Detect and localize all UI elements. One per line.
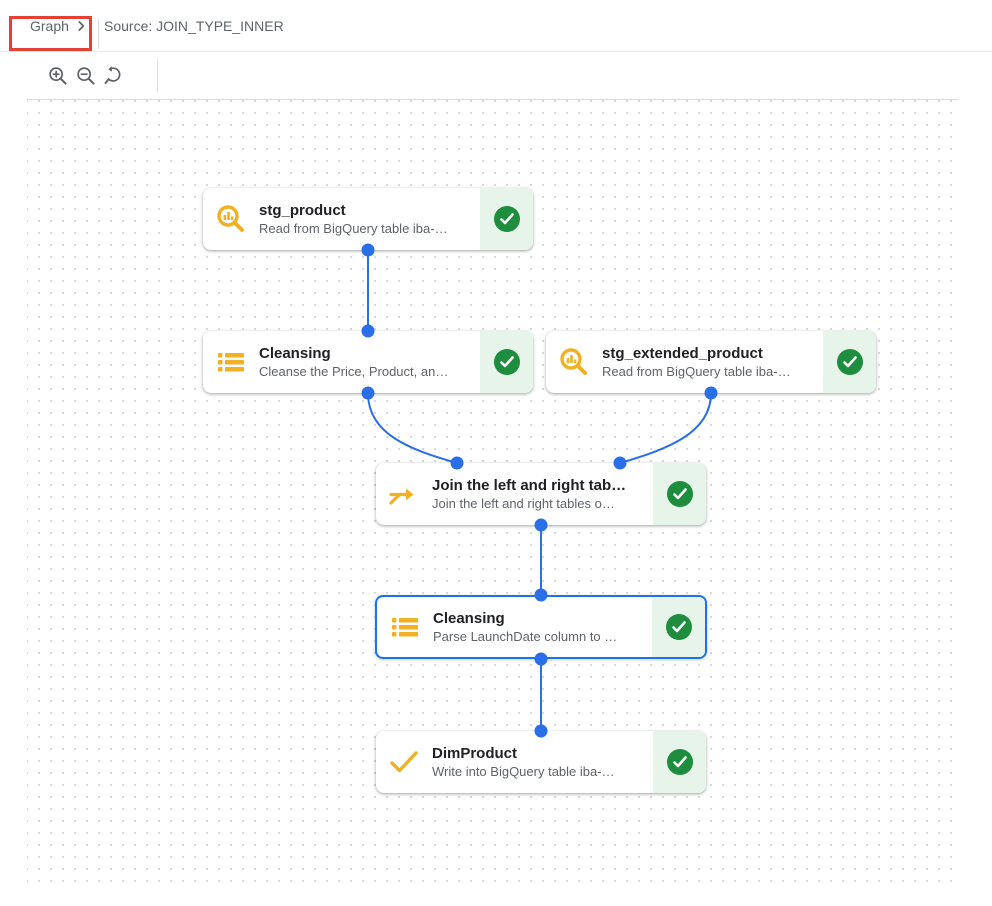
node-title: stg_product xyxy=(259,202,346,219)
zoom-out-button[interactable] xyxy=(74,64,98,88)
status-badge xyxy=(480,331,533,393)
chevron-right-icon xyxy=(78,21,85,31)
node-title: Cleansing xyxy=(433,610,505,627)
zoom-in-icon xyxy=(49,67,67,85)
breadcrumb-item-source[interactable]: Source: JOIN_TYPE_INNER xyxy=(104,18,284,34)
node-title: Cleansing xyxy=(259,345,331,362)
success-check-icon xyxy=(666,749,693,775)
node-title: stg_extended_product xyxy=(602,345,763,362)
node-stg-product[interactable]: stg_product Read from BigQuery table iba… xyxy=(203,188,533,250)
search-chart-icon xyxy=(546,331,602,393)
breadcrumb-item-graph[interactable]: Graph xyxy=(30,18,69,34)
node-subtitle: Write into BigQuery table iba-… xyxy=(432,764,615,779)
node-join[interactable]: Join the left and right tab… Join the le… xyxy=(376,463,706,525)
node-subtitle: Join the left and right tables o… xyxy=(432,496,615,511)
list-icon xyxy=(203,331,259,393)
node-subtitle: Cleanse the Price, Product, an… xyxy=(259,364,449,379)
search-chart-icon xyxy=(203,188,259,250)
graph-toolbar xyxy=(0,52,992,99)
node-subtitle: Read from BigQuery table iba-… xyxy=(259,221,448,236)
zoom-out-icon xyxy=(77,67,95,85)
node-title: DimProduct xyxy=(432,745,518,762)
success-check-icon xyxy=(836,349,863,375)
zoom-reset-icon xyxy=(104,66,121,84)
breadcrumb-divider xyxy=(98,19,99,49)
node-cleansing-1[interactable]: Cleansing Cleanse the Price, Product, an… xyxy=(203,331,533,393)
status-badge xyxy=(653,731,706,793)
zoom-reset-button[interactable] xyxy=(102,64,126,88)
status-badge xyxy=(823,331,876,393)
success-check-icon xyxy=(665,614,692,640)
merge-arrow-icon xyxy=(376,463,432,525)
zoom-in-button[interactable] xyxy=(46,64,70,88)
list-icon xyxy=(377,597,433,657)
success-check-icon xyxy=(493,206,520,232)
node-stg-extended-product[interactable]: stg_extended_product Read from BigQuery … xyxy=(546,331,876,393)
success-check-icon xyxy=(493,349,520,375)
node-subtitle: Read from BigQuery table iba-… xyxy=(602,364,791,379)
node-title: Join the left and right tab… xyxy=(432,477,627,494)
toolbar-divider xyxy=(157,58,158,92)
node-dimproduct[interactable]: DimProduct Write into BigQuery table iba… xyxy=(376,731,706,793)
status-badge xyxy=(652,597,705,657)
breadcrumb: Graph Source: JOIN_TYPE_INNER xyxy=(0,0,992,52)
status-badge xyxy=(480,188,533,250)
node-subtitle: Parse LaunchDate column to … xyxy=(433,629,618,644)
check-icon xyxy=(376,731,432,793)
success-check-icon xyxy=(666,481,693,507)
node-cleansing-2[interactable]: Cleansing Parse LaunchDate column to … xyxy=(375,595,707,659)
status-badge xyxy=(653,463,706,525)
